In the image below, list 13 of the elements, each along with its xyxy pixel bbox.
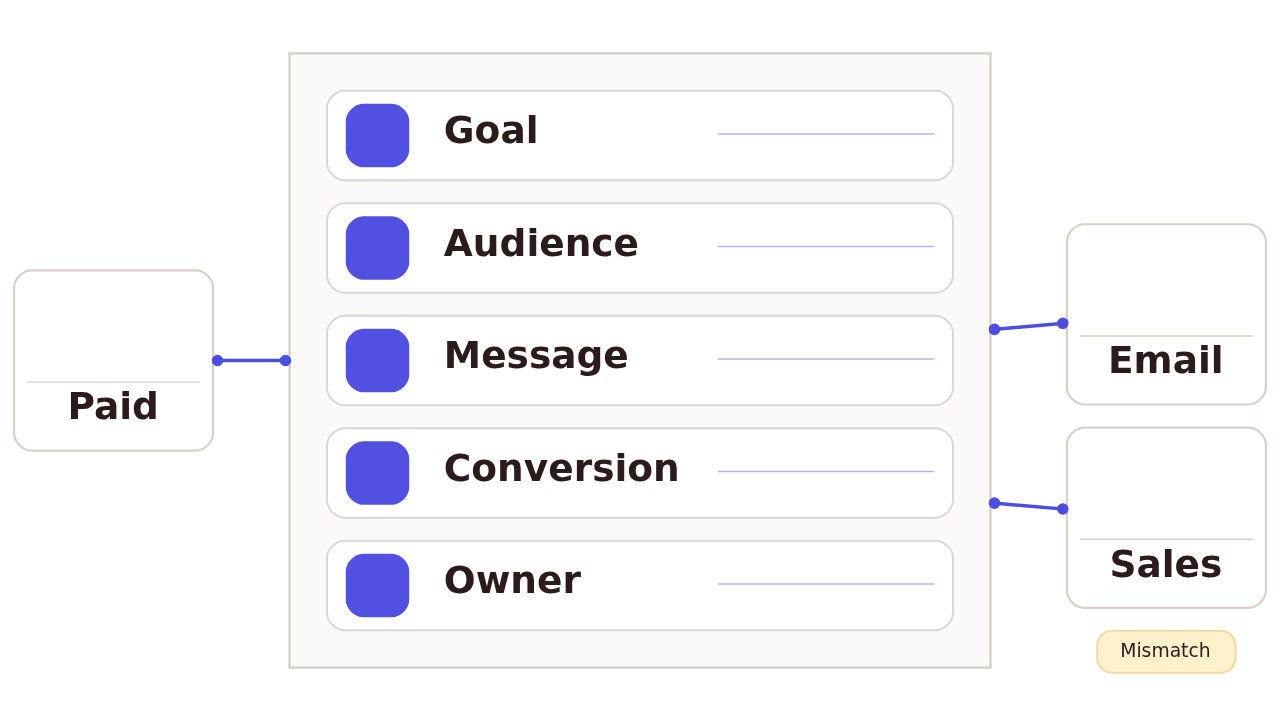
node-box: Conversion	[326, 426, 954, 519]
node-box: Paid	[13, 268, 215, 452]
node-box: Mismatch	[1096, 629, 1237, 674]
connector	[211, 354, 292, 366]
node-box: Goal	[326, 89, 954, 181]
connector	[988, 317, 1069, 335]
node-box: Sales	[1065, 426, 1267, 609]
node-box: Email	[1065, 222, 1267, 406]
connector	[988, 496, 1069, 515]
cluster	[288, 51, 992, 669]
node-box: Owner	[326, 539, 954, 631]
node-box: Message	[326, 314, 954, 406]
node-box: Audience	[326, 201, 954, 294]
